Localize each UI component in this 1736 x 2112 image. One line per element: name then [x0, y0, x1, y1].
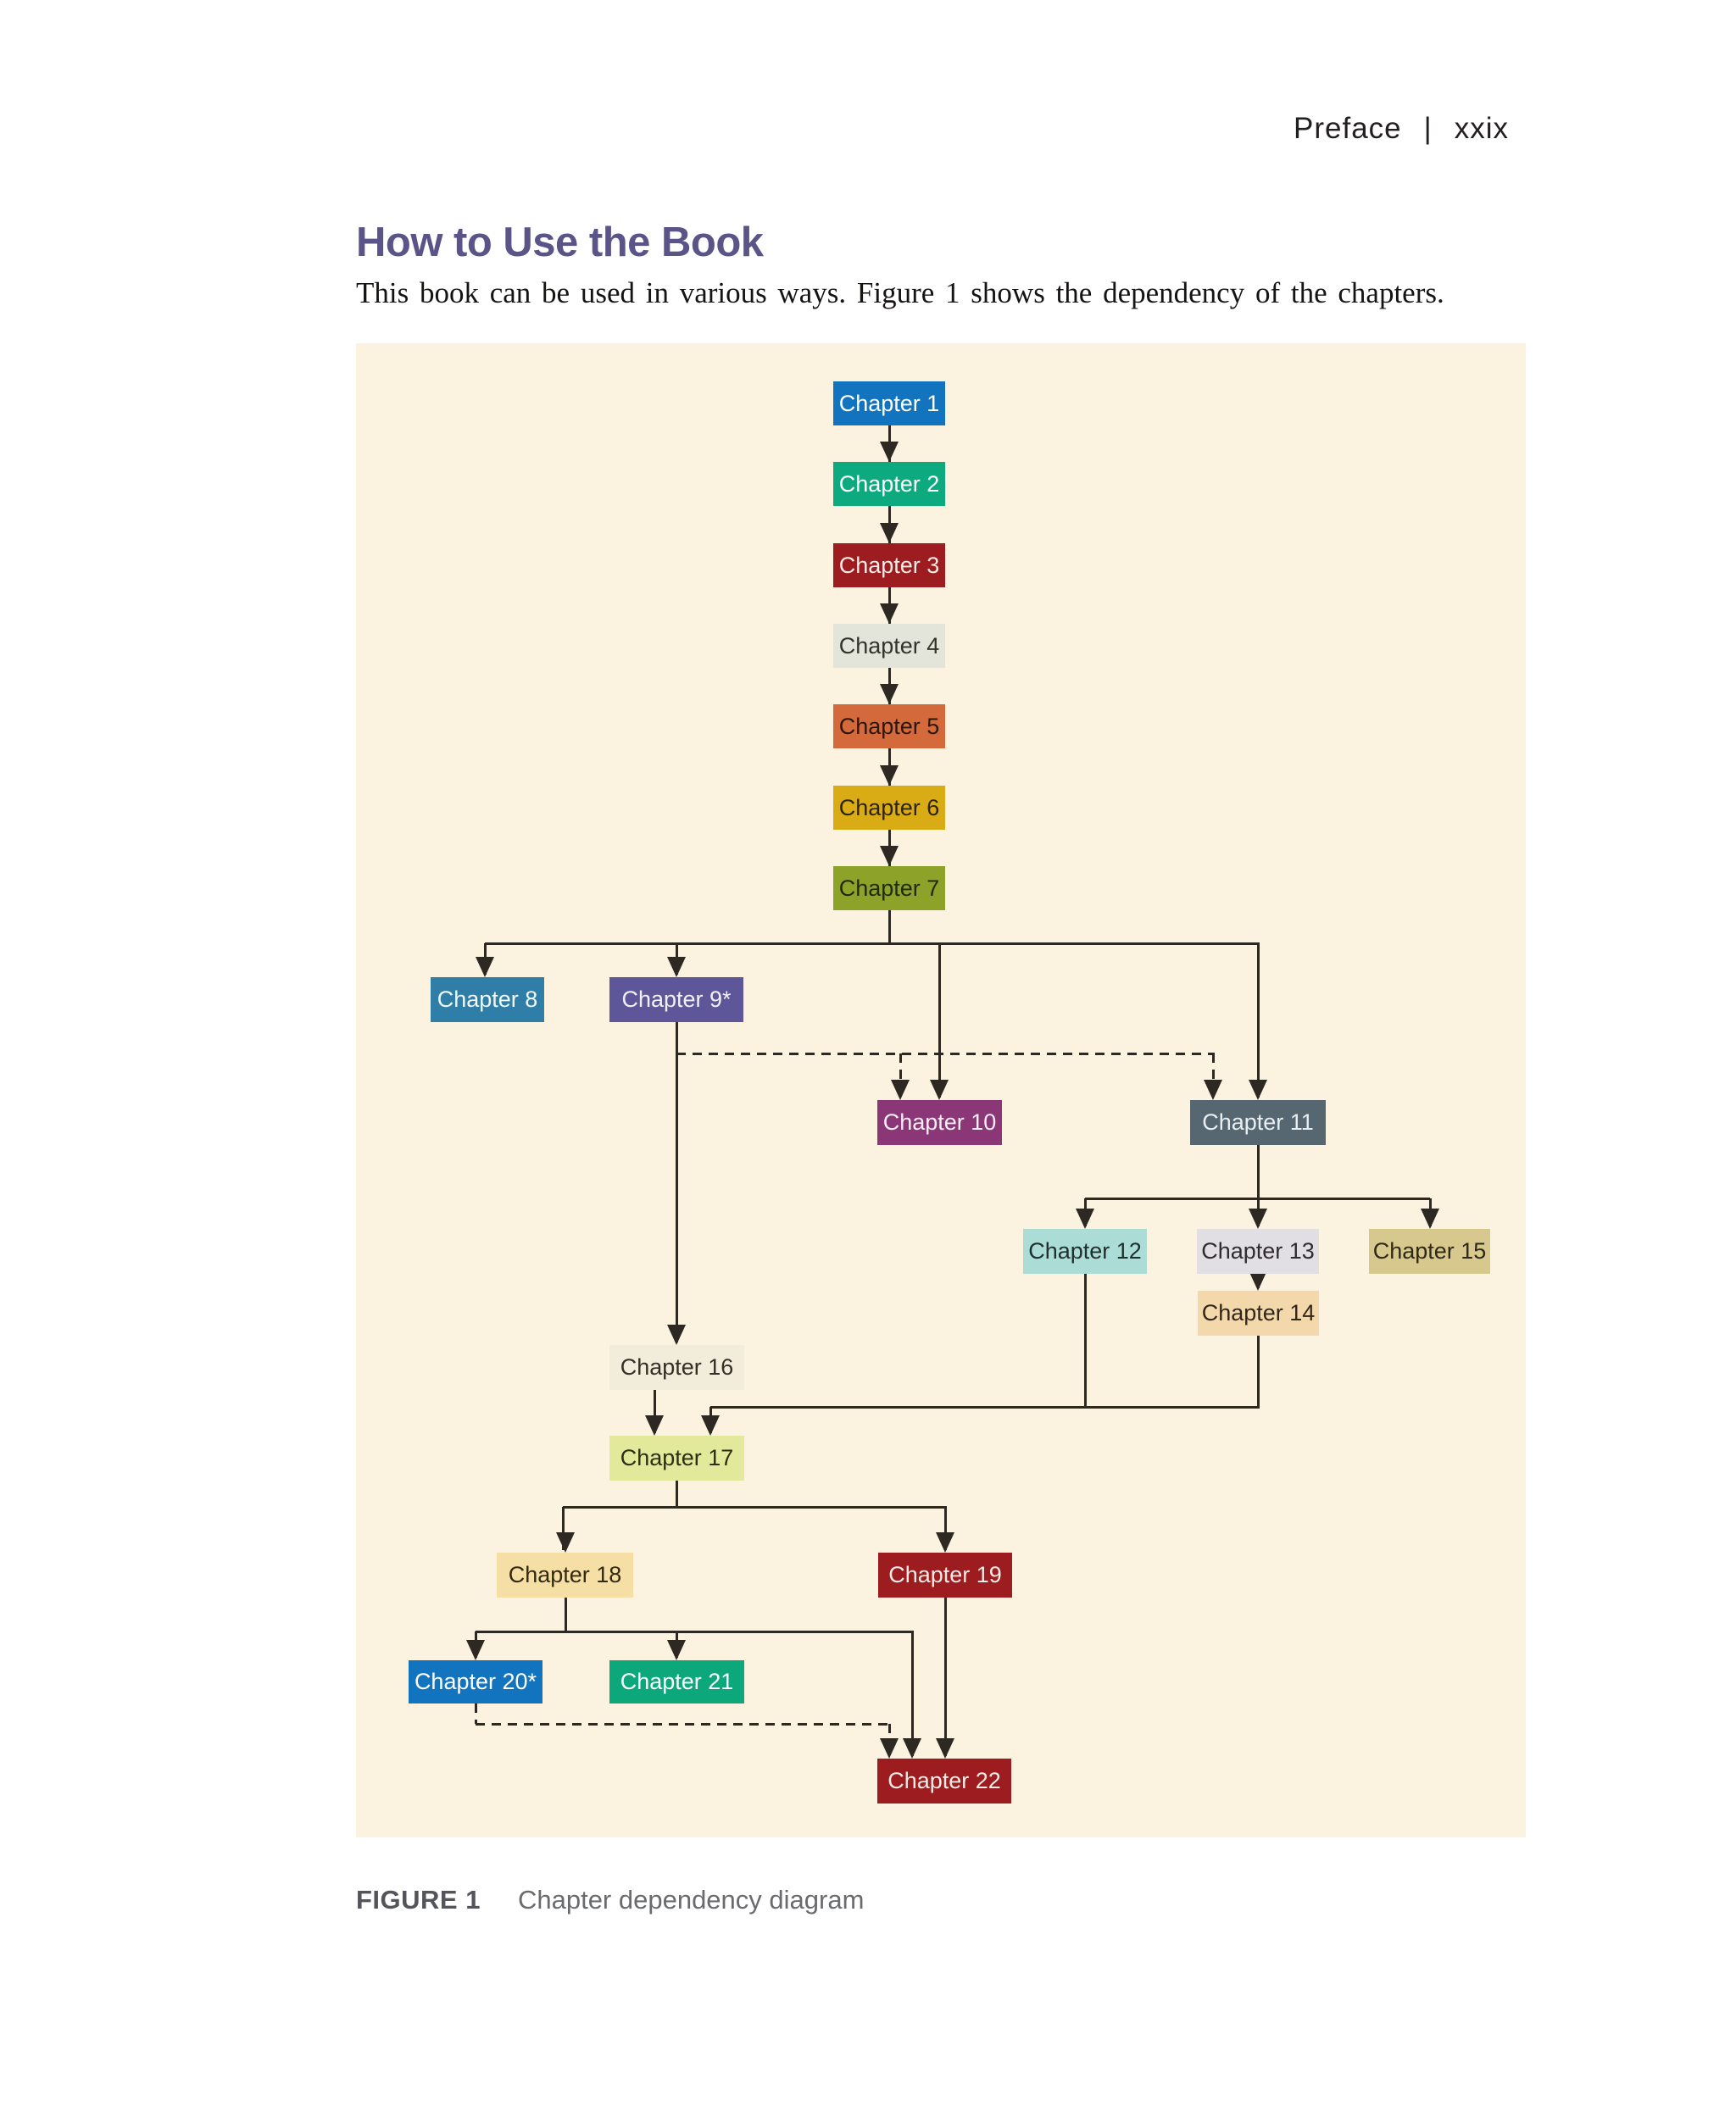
running-head-page-number: xxix [1454, 112, 1509, 145]
edge-line [1084, 1274, 1087, 1407]
running-head: Preface | xxix [1294, 112, 1509, 146]
node-chapter-12: Chapter 12 [1023, 1229, 1147, 1274]
arrowhead-down-icon [880, 684, 899, 704]
arrowhead-down-icon [1249, 1270, 1267, 1291]
edge-line [565, 1598, 567, 1631]
edge-line [888, 910, 891, 943]
edge-line [563, 1506, 947, 1509]
arrowhead-down-icon [880, 1738, 899, 1759]
arrowhead-down-icon [930, 1080, 949, 1100]
arrowhead-down-icon [891, 1080, 910, 1100]
edge-line [1257, 1145, 1260, 1198]
dashed-edge-line [475, 1703, 477, 1724]
arrowhead-down-icon [1204, 1080, 1222, 1100]
running-head-divider: | [1423, 112, 1433, 145]
edge-line [944, 1507, 947, 1550]
arrowhead-down-icon [880, 442, 899, 462]
edge-line [944, 1598, 947, 1756]
dashed-edge-line [676, 1053, 1215, 1055]
arrowhead-down-icon [880, 603, 899, 624]
arrowhead-down-icon [936, 1532, 954, 1553]
arrowhead-down-icon [1249, 1209, 1267, 1229]
node-chapter-15: Chapter 15 [1369, 1229, 1490, 1274]
arrowhead-down-icon [1421, 1209, 1439, 1229]
arrowhead-down-icon [903, 1738, 921, 1759]
node-chapter-5: Chapter 5 [833, 704, 945, 748]
edge-line [485, 942, 1260, 945]
edge-line [938, 943, 941, 1098]
edge-line [562, 1507, 565, 1550]
node-chapter-8: Chapter 8 [431, 977, 544, 1022]
edge-line [654, 1390, 656, 1433]
edge-line [476, 1631, 914, 1633]
edge-line [676, 1481, 678, 1507]
node-chapter-9: Chapter 9* [609, 977, 743, 1022]
node-chapter-1: Chapter 1 [833, 381, 945, 425]
arrowhead-down-icon [880, 846, 899, 866]
node-chapter-10: Chapter 10 [877, 1100, 1002, 1145]
arrowhead-down-icon [667, 1640, 686, 1660]
node-chapter-11: Chapter 11 [1190, 1100, 1326, 1145]
node-chapter-2: Chapter 2 [833, 462, 945, 506]
edge-line [710, 1406, 1260, 1409]
node-chapter-19: Chapter 19 [878, 1553, 1012, 1598]
node-chapter-16: Chapter 16 [609, 1345, 744, 1390]
arrowhead-down-icon [556, 1532, 575, 1553]
node-chapter-4: Chapter 4 [833, 624, 945, 668]
arrowhead-down-icon [667, 1325, 686, 1345]
node-chapter-20: Chapter 20* [409, 1660, 542, 1703]
figure-caption-label: FIGURE 1 [356, 1885, 481, 1915]
node-chapter-7: Chapter 7 [833, 866, 945, 910]
node-chapter-18: Chapter 18 [497, 1553, 633, 1598]
node-chapter-3: Chapter 3 [833, 543, 945, 587]
node-chapter-22: Chapter 22 [877, 1759, 1011, 1804]
edge-line [676, 1022, 678, 1342]
body-paragraph: This book can be used in various ways. F… [356, 276, 1444, 309]
node-chapter-6: Chapter 6 [833, 786, 945, 830]
arrowhead-down-icon [466, 1640, 485, 1660]
page-title: How to Use the Book [356, 220, 764, 265]
figure-caption-text: Chapter dependency diagram [517, 1885, 865, 1915]
arrowhead-down-icon [936, 1738, 954, 1759]
node-chapter-14: Chapter 14 [1198, 1291, 1319, 1336]
arrowhead-down-icon [880, 523, 899, 543]
dashed-edge-line [899, 1053, 902, 1095]
arrowhead-down-icon [645, 1415, 664, 1436]
arrowhead-down-icon [667, 957, 686, 977]
arrowhead-down-icon [880, 765, 899, 786]
arrowhead-down-icon [701, 1415, 720, 1436]
edge-line [911, 1631, 914, 1756]
node-chapter-13: Chapter 13 [1197, 1229, 1319, 1274]
arrowhead-down-icon [1076, 1209, 1094, 1229]
arrowhead-down-icon [1249, 1080, 1267, 1100]
node-chapter-21: Chapter 21 [609, 1660, 744, 1703]
node-chapter-17: Chapter 17 [609, 1436, 744, 1481]
figure-caption: FIGURE 1 Chapter dependency diagram [356, 1885, 864, 1915]
dashed-edge-line [1212, 1053, 1215, 1095]
dashed-edge-line [476, 1723, 891, 1726]
edge-line [1257, 1336, 1260, 1407]
edge-line [1257, 943, 1260, 1098]
running-head-section: Preface [1294, 112, 1402, 145]
arrowhead-down-icon [476, 957, 494, 977]
